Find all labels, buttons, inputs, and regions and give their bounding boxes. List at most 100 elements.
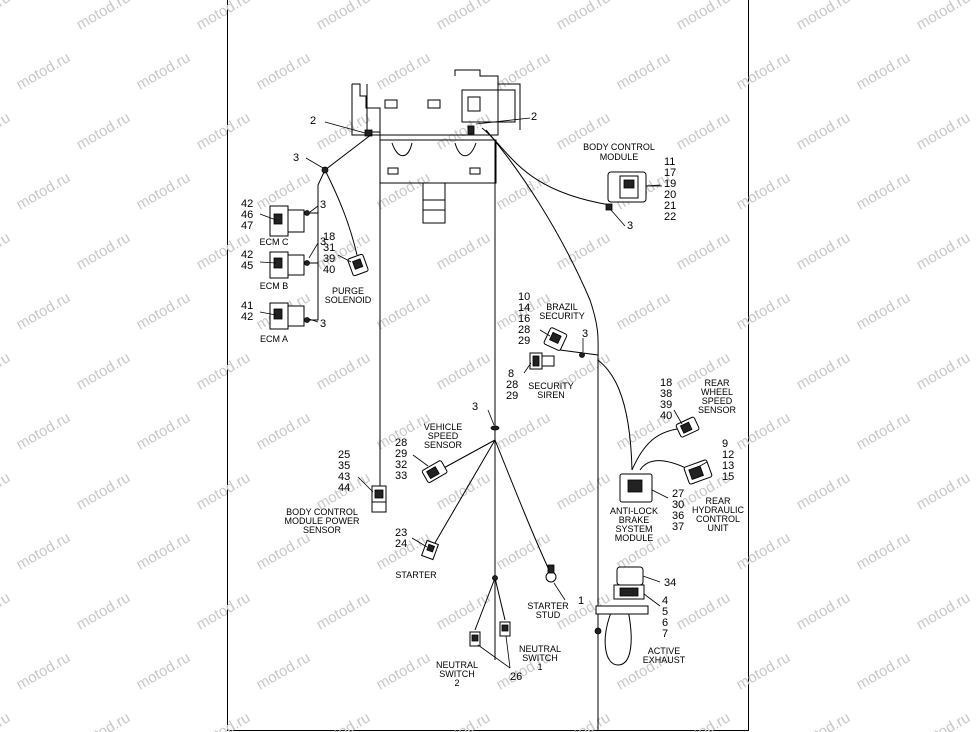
watermark-text: motod.ru	[314, 709, 374, 732]
watermark-text: motod.ru	[794, 229, 854, 273]
watermark-text: motod.ru	[314, 349, 374, 393]
abs-label-line3: SYSTEM	[615, 524, 652, 534]
neutral-switch-ref: 26	[510, 671, 522, 683]
vss-label-line1: VEHICLE	[424, 422, 463, 432]
siren-ref-2: 28	[506, 379, 518, 391]
watermark-text: motod.ru	[794, 589, 854, 633]
abs-ref-2: 30	[672, 499, 684, 511]
siren-ref-3: 29	[506, 390, 518, 402]
bcm-power-sensor-label-line3: SENSOR	[303, 525, 342, 535]
vss-ref-2: 29	[395, 448, 407, 460]
watermark-text: motod.ru	[794, 349, 854, 393]
active-exhaust-ref-3: 6	[662, 617, 668, 629]
watermark-text: motod.ru	[554, 0, 614, 33]
watermark-text: motod.ru	[434, 349, 494, 393]
active-exhaust-ref-4: 7	[662, 628, 668, 640]
callout-right-mount: 2	[531, 111, 537, 123]
purge-ref-1: 18	[323, 231, 335, 243]
mounting-bracket	[351, 69, 521, 224]
watermark-text: motod.ru	[554, 469, 614, 513]
bcm-label-line2: MODULE	[600, 152, 639, 162]
watermark-text: motod.ru	[854, 289, 914, 333]
bcm-power-ref-4: 44	[338, 482, 350, 494]
starter-connector	[420, 539, 440, 561]
harness-wires	[304, 127, 691, 731]
connectors	[269, 166, 713, 647]
bcm-ref-3: 19	[664, 178, 676, 190]
ecm-b-connector	[269, 251, 305, 279]
bcm-power-sensor-label-line2: MODULE POWER	[284, 516, 360, 526]
abs-label-line4: MODULE	[615, 533, 654, 543]
ecm-b-label: ECM B	[260, 281, 289, 291]
bcm-power-ref-3: 43	[338, 471, 350, 483]
watermark-text: motod.ru	[794, 0, 854, 33]
watermark-text: motod.ru	[854, 649, 914, 693]
watermark-text: motod.ru	[374, 649, 434, 693]
callout-tie-bcm: 3	[627, 220, 633, 232]
brazil-ref-5: 29	[518, 335, 530, 347]
starter-stud-ref: 1	[578, 595, 584, 607]
bcm-power-sensor-label-line1: BODY CONTROL	[286, 507, 358, 517]
vss-label-line2: SPEED	[428, 431, 459, 441]
vss-label-line3: SENSOR	[424, 440, 463, 450]
neutral-switch-1-label-line3: 1	[537, 662, 542, 672]
rws-sensor-label-line2: WHEEL	[701, 387, 733, 397]
abs-label-line1: ANTI-LOCK	[610, 506, 658, 516]
watermark-text: motod.ru	[434, 229, 494, 273]
watermark-text: motod.ru	[494, 529, 554, 573]
abs-ref-3: 36	[672, 510, 684, 522]
bcm-power-ref-2: 35	[338, 460, 350, 472]
active-exhaust-actuator	[594, 566, 649, 635]
component-labels: BODY CONTROL MODULE ECM C ECM B ECM A PU…	[260, 142, 745, 688]
security-siren-label-line2: SIREN	[537, 390, 565, 400]
rws-ref-4: 40	[660, 410, 672, 422]
watermark-text: motod.ru	[134, 169, 194, 213]
watermark-text: motod.ru	[0, 229, 13, 273]
siren-ref-1: 8	[508, 368, 514, 380]
watermark-text: motod.ru	[674, 589, 734, 633]
watermark-text: motod.ru	[614, 289, 674, 333]
watermark-text: motod.ru	[194, 109, 254, 153]
brazil-security-connector	[543, 327, 568, 351]
brazil-security-label-line1: BRAZIL	[546, 302, 578, 312]
active-exhaust-label-line2: EXHAUST	[643, 655, 686, 665]
starter-label: STARTER	[395, 570, 437, 580]
watermark-text: motod.ru	[794, 469, 854, 513]
watermark-text: motod.ru	[434, 109, 494, 153]
ecm-a-ref-2: 42	[241, 311, 253, 323]
neutral-switch-1-label-line2: SWITCH	[522, 653, 558, 663]
security-siren-connector	[529, 352, 555, 370]
watermark-text: motod.ru	[734, 529, 794, 573]
rws-sensor-label-line4: SENSOR	[698, 405, 737, 415]
starter-ref-1: 23	[395, 527, 407, 539]
watermark-text: motod.ru	[674, 0, 734, 33]
watermark-text: motod.ru	[254, 409, 314, 453]
watermark-text: motod.ru	[0, 709, 13, 732]
neutral-switch-2-connector	[469, 631, 481, 647]
watermark-text: motod.ru	[74, 229, 134, 273]
watermark-text: motod.ru	[914, 109, 974, 153]
starter-stud-ring-terminal	[545, 564, 557, 583]
watermark-text: motod.ru	[854, 169, 914, 213]
callout-tie-ecm-c: 3	[320, 199, 326, 211]
watermark-text: motod.ru	[0, 0, 13, 33]
rear-hcu-label-line1: REAR	[705, 496, 731, 506]
brazil-ref-3: 16	[518, 313, 530, 325]
watermark-text: motod.ru	[14, 409, 74, 453]
abs-label-line2: BRAKE	[619, 515, 650, 525]
bcm-ref-6: 22	[664, 211, 676, 223]
watermark-text: motod.ru	[14, 169, 74, 213]
vehicle-speed-sensor-connector	[421, 460, 448, 483]
reference-numbers: 11 17 19 20 21 22 42 46 47 42 45 41 42 1…	[241, 111, 734, 683]
purge-solenoid-connector	[347, 253, 369, 277]
ecm-c-label: ECM C	[260, 237, 290, 247]
purge-solenoid-label-line1: PURGE	[332, 286, 364, 296]
purge-ref-4: 40	[323, 264, 335, 276]
watermark-text: motod.ru	[914, 229, 974, 273]
bcm-power-sensor-connector	[371, 485, 387, 513]
brazil-ref-4: 28	[518, 324, 530, 336]
watermark-text: motod.ru	[314, 109, 374, 153]
rear-hcu-label-line3: CONTROL	[696, 514, 740, 524]
